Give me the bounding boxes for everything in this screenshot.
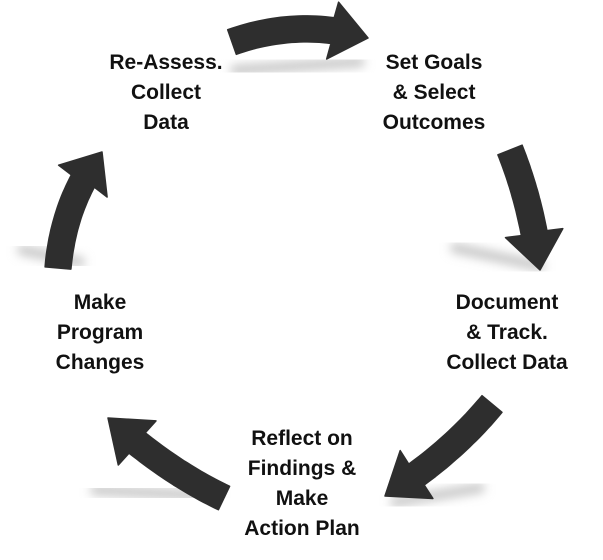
step-reassess-label: Re-Assess. Collect Data — [96, 48, 236, 138]
step-document-track-label: Document & Track. Collect Data — [432, 288, 582, 378]
step-label-line: Action Plan — [244, 517, 360, 540]
cycle-arrows — [44, 1, 564, 511]
step-label-line: Make — [73, 291, 127, 314]
step-label-line: Changes — [55, 351, 145, 374]
step-label-line: Collect — [130, 81, 201, 104]
arrow-document-to-reflect-shadow — [390, 483, 485, 507]
step-label-line: Collect Data — [446, 351, 568, 374]
arrow-program-to-reassess — [44, 151, 108, 270]
arrow-goals-to-document-shadow — [450, 243, 545, 271]
step-label-line: Findings & — [247, 457, 357, 480]
step-label-line: Re-Assess. — [109, 51, 223, 74]
arrow-reassess-to-goals-shadow — [230, 57, 365, 75]
arrow-goals-to-document — [497, 144, 564, 271]
step-label-line: Reflect on — [251, 427, 353, 450]
step-label-line: Make — [275, 487, 329, 510]
step-program-changes-label: Make Program Changes — [40, 288, 160, 378]
step-label-line: & Track. — [466, 321, 548, 344]
step-label-line: Set Goals — [385, 51, 483, 74]
step-label-line: Document — [455, 291, 559, 314]
arrow-reassess-to-goals — [226, 1, 369, 60]
step-set-goals-label: Set Goals & Select Outcomes — [372, 48, 496, 138]
arrow-reflect-to-program — [107, 417, 231, 511]
step-reflect-label: Reflect on Findings & Make Action Plan — [232, 424, 372, 544]
arrow-document-to-reflect — [384, 394, 503, 500]
step-label-line: Program — [56, 321, 144, 344]
step-label-line: Data — [143, 111, 189, 134]
step-label-line: & Select — [392, 81, 476, 104]
step-label-line: Outcomes — [382, 111, 486, 134]
